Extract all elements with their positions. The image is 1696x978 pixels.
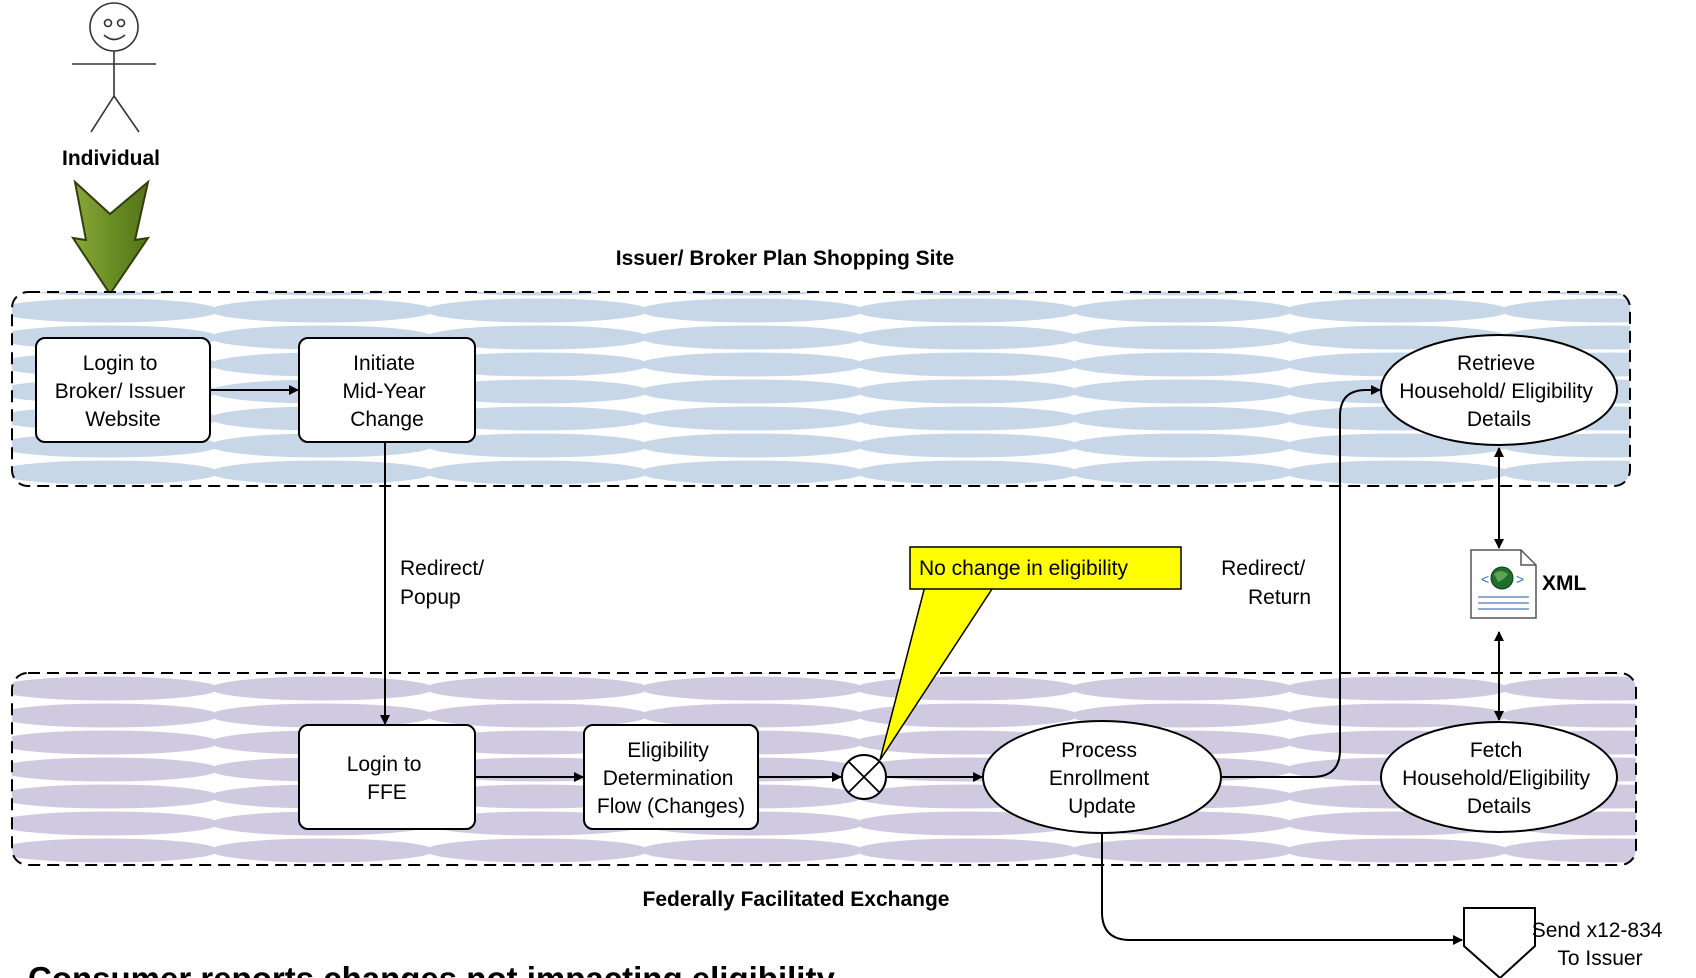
svg-text:<: < [1481, 571, 1489, 587]
no-change-callout: No change in eligibility [879, 546, 1182, 761]
retrieve-details-node: Retrieve Household/ Eligibility Details [1380, 334, 1618, 446]
retrieve-details-label: Retrieve Household/ Eligibility Details [1399, 352, 1599, 431]
eligibility-flow-label: Eligibility Determination Flow (Changes) [597, 739, 745, 818]
login-ffe-label: Login to FFE [347, 753, 428, 804]
fetch-details-node: Fetch Household/Eligibility Details [1380, 721, 1618, 833]
login-ffe-node: Login to FFE [298, 724, 476, 830]
individual-actor: Individual [62, 2, 160, 170]
ffe-lane-title: Federally Facilitated Exchange [643, 888, 950, 911]
gateway-icon [841, 754, 887, 800]
edge-process-to-send [1101, 833, 1463, 945]
xml-label: XML [1542, 572, 1587, 595]
redirect-popup-label: Redirect/ Popup [400, 557, 490, 609]
callout-text: No change in eligibility [919, 557, 1128, 580]
xml-document-icon: < > [1470, 549, 1537, 619]
issuer-lane-title: Issuer/ Broker Plan Shopping Site [616, 247, 954, 270]
send-connector [1463, 907, 1536, 978]
login-broker-node: Login to Broker/ Issuer Website [35, 337, 211, 443]
send-label: Send x12-834 To Issuer [1532, 919, 1669, 970]
process-enrollment-label: Process Enrollment Update [1049, 739, 1155, 818]
edge-process-to-retrieve [1221, 385, 1381, 778]
fetch-details-label: Fetch Household/Eligibility Details [1402, 739, 1596, 818]
redirect-return-label: Redirect/ Return [1221, 557, 1311, 609]
initiate-change-node: Initiate Mid-Year Change [298, 337, 476, 443]
stick-figure-icon [72, 2, 156, 133]
svg-text:>: > [1516, 571, 1524, 587]
initiate-change-label: Initiate Mid-Year Change [342, 352, 431, 431]
actor-label: Individual [62, 147, 160, 170]
login-broker-label: Login to Broker/ Issuer Website [55, 352, 192, 431]
entry-arrow-icon [70, 179, 151, 296]
diagram-footer-title: Consumer reports changes not impacting e… [28, 960, 835, 978]
eligibility-flow-node: Eligibility Determination Flow (Changes) [583, 724, 759, 830]
process-enrollment-node: Process Enrollment Update [982, 720, 1222, 834]
